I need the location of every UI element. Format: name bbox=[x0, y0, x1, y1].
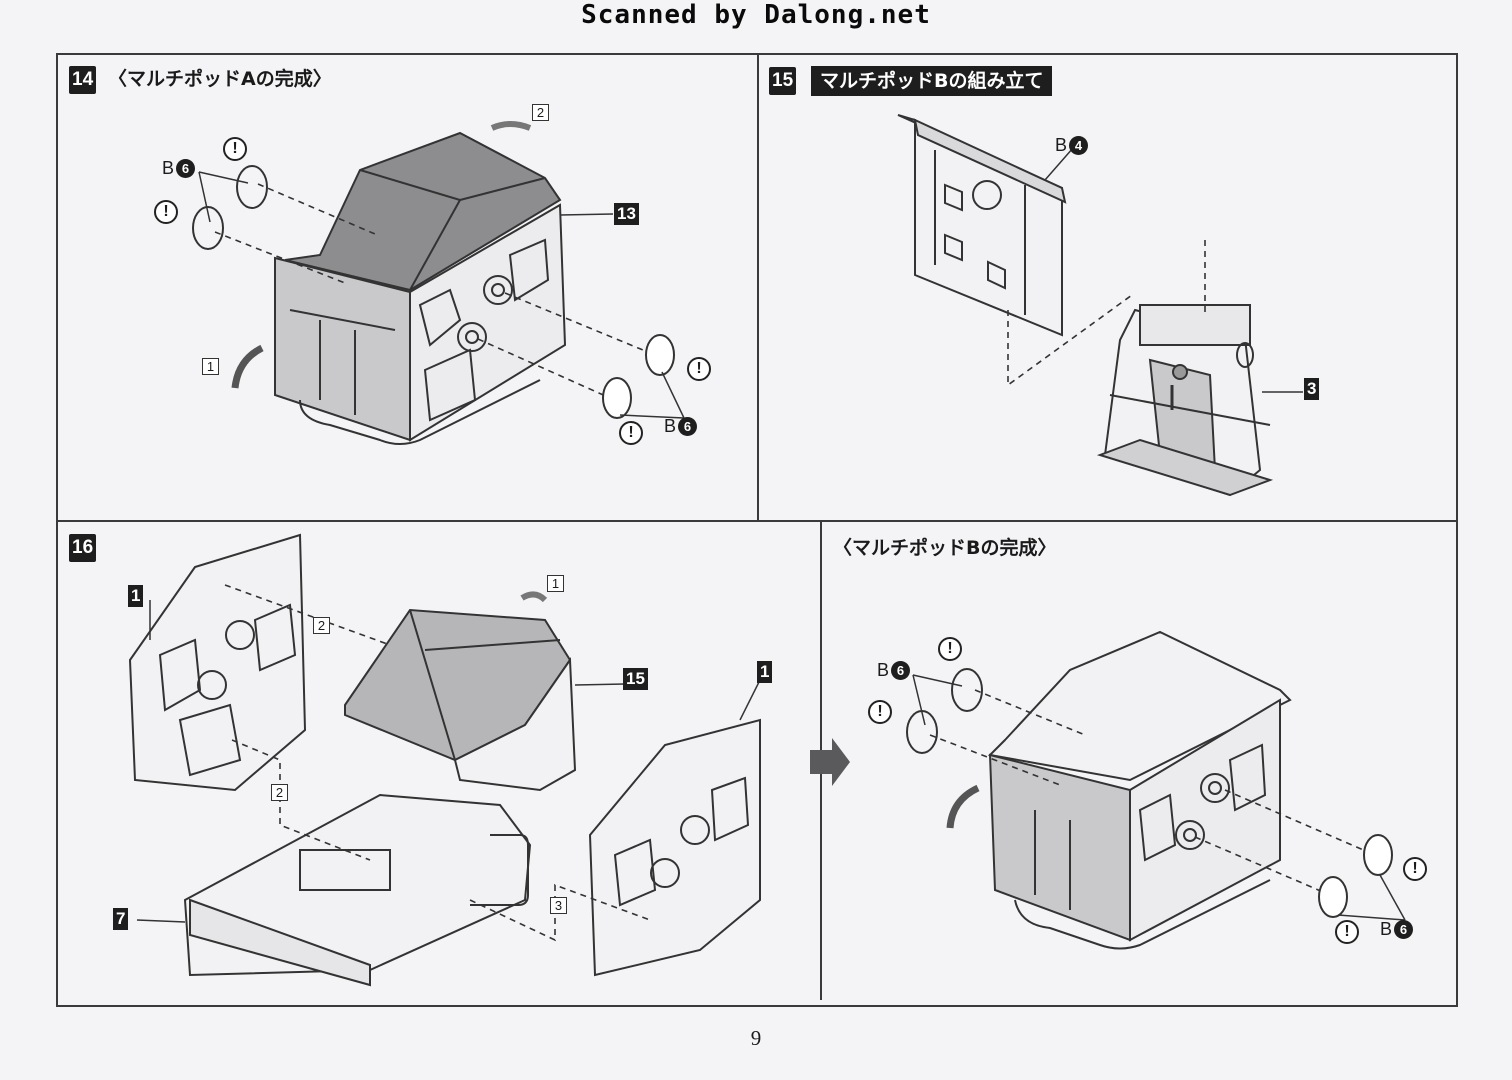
part-prefix: B bbox=[1055, 135, 1068, 155]
part-tag-1-left: 1 bbox=[128, 585, 144, 607]
side-panel-right bbox=[588, 718, 761, 977]
part-tag-1-right: 1 bbox=[757, 661, 773, 683]
part-tag-15: 15 bbox=[623, 668, 648, 690]
part-number: 6 bbox=[176, 158, 196, 178]
step-16-number: 16 bbox=[69, 534, 97, 562]
warning-icon: ! bbox=[1335, 920, 1359, 944]
frame-b4 bbox=[897, 114, 1067, 337]
watermark: Scanned by Dalong.net bbox=[581, 0, 931, 30]
part-tag-7: 7 bbox=[113, 908, 129, 930]
warning-icon: ! bbox=[223, 137, 247, 161]
page-number: 9 bbox=[750, 1026, 762, 1050]
sequence-1: 1 bbox=[547, 575, 564, 592]
step-14-number: 14 bbox=[69, 66, 97, 94]
base-part-7 bbox=[183, 793, 532, 987]
sequence-1: 1 bbox=[202, 358, 219, 375]
sequence-2: 2 bbox=[271, 784, 288, 801]
warning-icon: ! bbox=[1403, 857, 1427, 881]
multipod-b-complete-title: 〈マルチポッドBの完成〉 bbox=[833, 537, 1057, 559]
part-3-body bbox=[1096, 304, 1274, 497]
part-tag-3: 3 bbox=[1304, 378, 1320, 400]
warning-icon: ! bbox=[619, 421, 643, 445]
col-divider-top bbox=[757, 53, 759, 522]
side-panel-left bbox=[128, 533, 307, 792]
part-prefix: B bbox=[664, 416, 677, 436]
part-number: 6 bbox=[678, 416, 698, 436]
multipod-a-box bbox=[274, 131, 567, 445]
part-prefix: B bbox=[877, 660, 890, 680]
hull-part-15 bbox=[344, 608, 577, 792]
part-tag-13: 13 bbox=[614, 203, 639, 225]
multipod-b-box bbox=[987, 630, 1292, 950]
part-prefix: B bbox=[162, 158, 175, 178]
warning-icon: ! bbox=[938, 637, 962, 661]
step-14-title: 〈マルチポッドAの完成〉 bbox=[108, 68, 332, 90]
part-number: 6 bbox=[891, 660, 911, 680]
part-prefix: B bbox=[1380, 919, 1393, 939]
sequence-2: 2 bbox=[532, 104, 549, 121]
sequence-3: 3 bbox=[550, 897, 567, 914]
step-15-title: マルチポッドBの組み立て bbox=[811, 66, 1053, 96]
step-15-number: 15 bbox=[769, 67, 797, 95]
part-number: 4 bbox=[1069, 135, 1089, 155]
arrow-right-icon bbox=[810, 738, 850, 786]
warning-icon: ! bbox=[154, 200, 178, 224]
sequence-2: 2 bbox=[313, 617, 330, 634]
warning-icon: ! bbox=[868, 700, 892, 724]
warning-icon: ! bbox=[687, 357, 711, 381]
part-number: 6 bbox=[1394, 919, 1414, 939]
